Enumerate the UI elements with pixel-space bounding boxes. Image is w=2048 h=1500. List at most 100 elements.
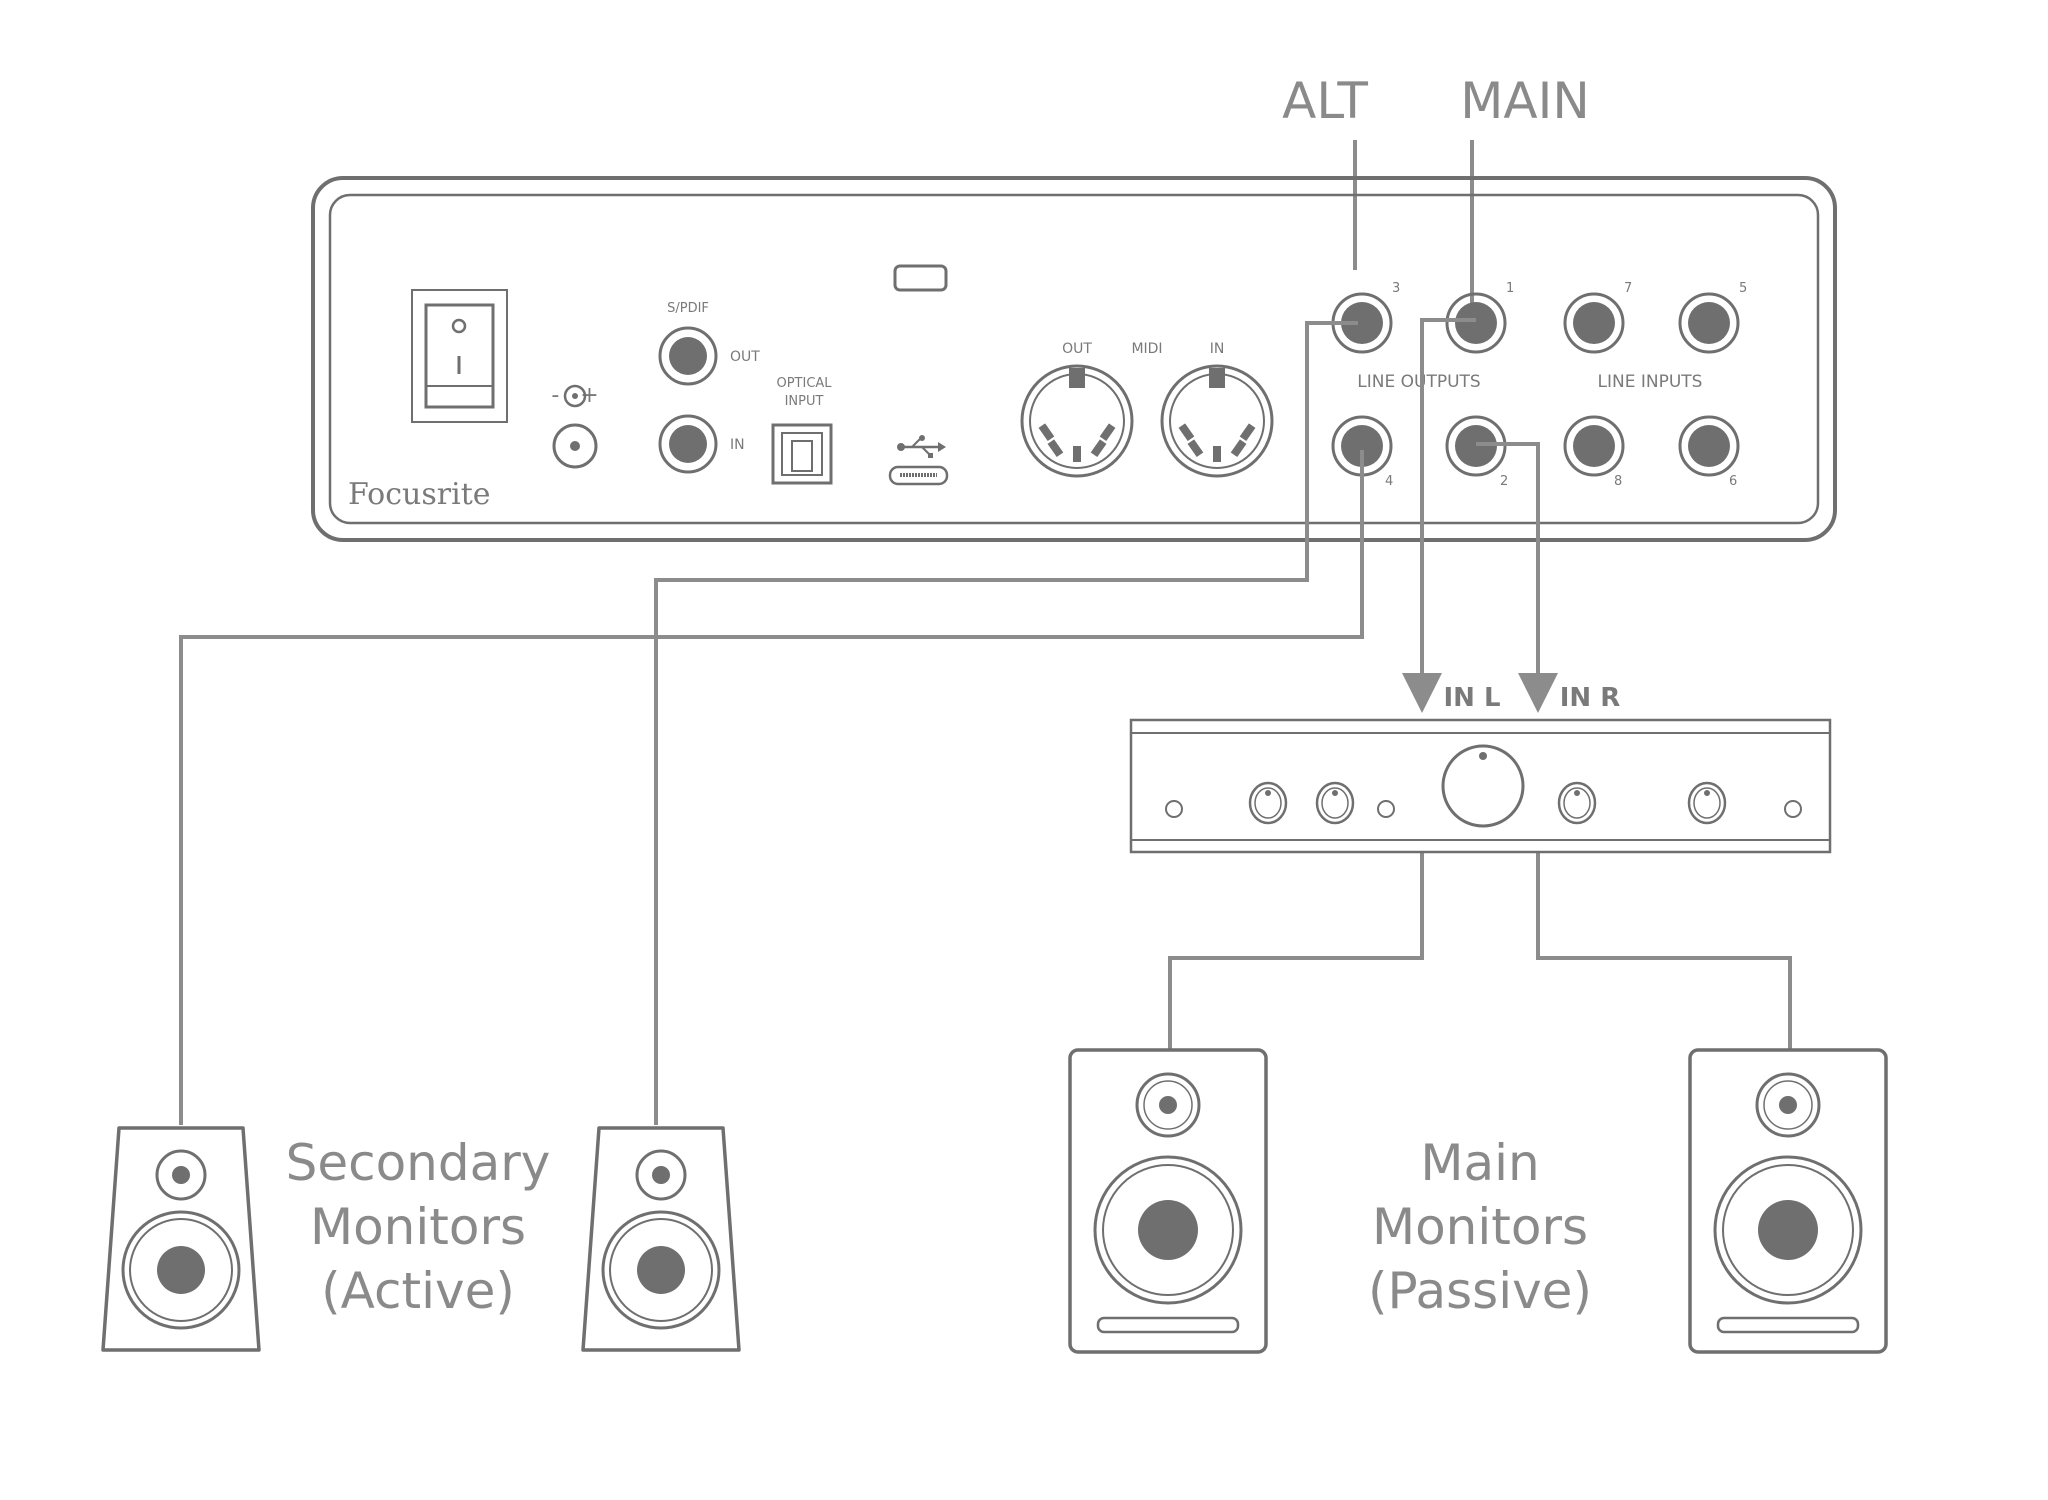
knob-indicator [1265,790,1271,796]
optical-label-line1: OPTICAL [776,376,832,391]
dc-polarity-icon [563,384,587,408]
woofer-outer [1713,1155,1863,1305]
amp-volume-knob[interactable] [1441,744,1525,828]
midi-pin [1187,439,1204,458]
usb-icon [897,435,946,458]
knob-indicator [1704,790,1710,796]
cable-amp-main-right [1536,852,1792,1050]
amp-in-l-label: IN L [1443,683,1500,713]
line-inputs-label: LINE INPUTS [1598,372,1703,392]
cable-out4-secondary-left [179,450,1364,1125]
usb-c-port[interactable] [888,465,949,486]
midi-pin [1178,423,1195,442]
knob-outer [1687,781,1727,825]
woofer-inner [129,1218,233,1322]
tweeter-cone [1159,1096,1177,1114]
woofer-cone [157,1246,205,1294]
midi-pin [1047,439,1064,458]
amp-control-knob[interactable] [1315,781,1355,825]
jack-number-7: 7 [1624,281,1632,296]
secondary-monitors-label-line2: Monitors [310,1198,526,1256]
tweeter-ring-inner [1763,1080,1813,1130]
main-monitors-label-line1: Main [1420,1134,1539,1192]
woofer-outer [121,1210,241,1330]
jack-number-8: 8 [1614,474,1622,489]
cable-out2-amp-in-r [1476,442,1558,713]
line-output-1-jack[interactable] [1445,292,1507,354]
spdif-label: S/PDIF [667,301,709,316]
spdif-in-jack[interactable] [658,414,718,474]
tweeter-ring [635,1149,687,1201]
spdif-out-label: OUT [730,349,760,365]
tweeter-cone [172,1166,190,1184]
alt-callout: ALT [1282,72,1368,130]
speaker-cabinet [581,1126,741,1352]
tweeter-cone [652,1166,670,1184]
jack-number-3: 3 [1392,281,1400,296]
speaker-cabinet [1688,1048,1888,1354]
amp-in-r-label: IN R [1560,683,1621,713]
amp-control-knob[interactable] [1557,781,1597,825]
midi-pin [1038,423,1055,442]
spdif-in-label: IN [730,437,745,453]
secondary-monitors-label-line1: Secondary [286,1134,551,1192]
knob-outer [1315,781,1355,825]
midi-pin [1090,439,1107,458]
optical-input-port[interactable] [771,423,833,485]
line-input-8-jack[interactable] [1563,415,1625,477]
spdif-out-jack[interactable] [658,326,718,386]
main-monitor-right [1688,1048,1888,1354]
audio-interface: - + S/PDIF OUT IN OPTICAL INPUT [311,176,1837,542]
amp-control-knob[interactable] [1687,781,1727,825]
tweeter-ring-inner [1143,1080,1193,1130]
jack-number-2: 2 [1500,474,1508,489]
midi-socket-key [1069,368,1085,388]
midi-pin [1099,423,1116,442]
tweeter-ring [155,1149,207,1201]
line-outputs-label: LINE OUTPUTS [1357,372,1480,392]
amp-led-left [1165,800,1183,818]
optical-label-line2: INPUT [785,394,824,409]
main-monitors-label-line2: Monitors [1372,1198,1588,1256]
midi-out-label: OUT [1062,341,1092,357]
jack-number-1: 1 [1506,281,1514,296]
midi-pin [1239,423,1256,442]
power-switch[interactable] [411,289,508,423]
brand-logo: Focusrite [348,477,491,512]
knob-inner [1321,787,1349,819]
line-input-6-jack[interactable] [1678,415,1740,477]
amp-led-center [1377,800,1395,818]
woofer-inner [1722,1164,1854,1296]
woofer-inner [609,1218,713,1322]
amp-control-knob[interactable] [1248,781,1288,825]
woofer-outer [601,1210,721,1330]
midi-pin [1073,446,1081,462]
knob-inner [1254,787,1282,819]
midi-socket-key [1209,368,1225,388]
line-input-7-jack[interactable] [1563,292,1625,354]
midi-out-port[interactable] [1020,364,1134,478]
knob-indicator [1574,790,1580,796]
knob-indicator [1332,790,1338,796]
woofer-inner [1102,1164,1234,1296]
woofer-cone [1138,1200,1198,1260]
midi-pin [1230,439,1247,458]
knob-inner [1563,787,1591,819]
line-input-5-jack[interactable] [1678,292,1740,354]
woofer-outer [1093,1155,1243,1305]
main-monitor-left [1068,1048,1268,1354]
knob-outer [1248,781,1288,825]
amp-led-right [1784,800,1802,818]
tweeter-ring [1755,1072,1821,1138]
dc-power-jack[interactable]: - + [551,383,599,469]
cable-out1-amp-in-l [1402,318,1476,713]
midi-in-port[interactable] [1160,364,1274,478]
secondary-monitor-right [581,1126,741,1352]
secondary-monitors-label-line3: (Active) [321,1262,515,1320]
midi-socket-ring [1020,364,1134,478]
power-amplifier [1129,718,1832,854]
midi-socket-ring [1160,364,1274,478]
midi-in-label: IN [1210,341,1225,357]
speaker-cabinet [101,1126,261,1352]
